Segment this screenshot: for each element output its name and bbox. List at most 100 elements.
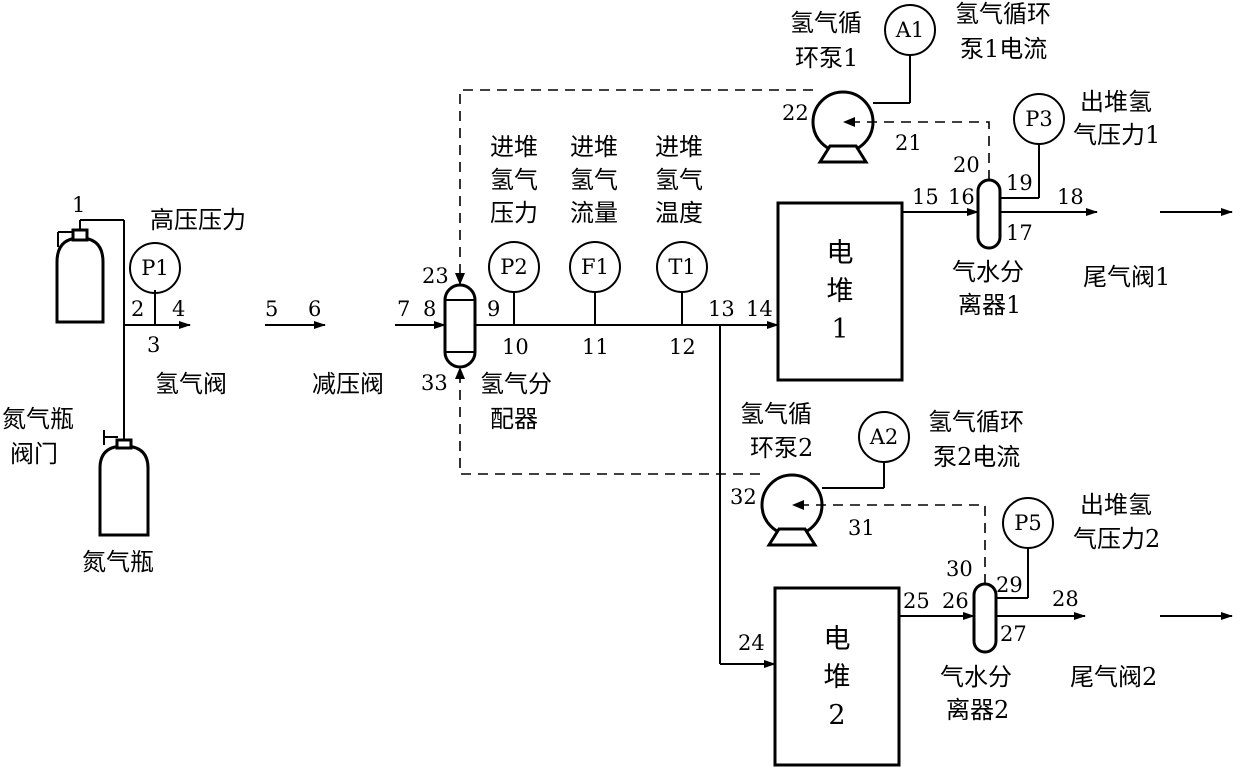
separator2-label-1: 离器2 <box>946 696 1009 724</box>
stack2-label-1: 堆 <box>824 662 851 693</box>
pump1-label-1: 环泵1 <box>795 44 858 72</box>
distributor-label-0: 氢气分 <box>480 370 552 398</box>
reducing-valve-label: 减压阀 <box>312 370 384 398</box>
node-3: 3 <box>147 333 160 357</box>
stack1-label-2: 1 <box>831 314 848 345</box>
gauge-t1 <box>656 241 708 293</box>
node-22: 22 <box>782 101 809 125</box>
node-24: 24 <box>738 631 765 655</box>
gauge-a1 <box>884 4 936 56</box>
stack1-label-1: 堆 <box>827 276 854 307</box>
node-12: 12 <box>669 335 696 359</box>
node-21: 21 <box>895 131 922 155</box>
node-6: 6 <box>308 297 321 321</box>
a2-label-1: 泵2电流 <box>933 443 1020 471</box>
cylinder-valve-label-1: 阀门 <box>10 440 58 468</box>
node-28: 28 <box>1052 587 1079 611</box>
main-supply-line <box>475 292 779 668</box>
pump2-label-1: 环泵2 <box>750 434 813 462</box>
node-29: 29 <box>996 573 1023 597</box>
p5-label-0: 出堆氢 <box>1080 491 1152 519</box>
fuel-cell-stack-2 <box>773 586 901 767</box>
recirculation-pump-1 <box>811 90 875 164</box>
node-14: 14 <box>746 297 773 321</box>
node-20: 20 <box>953 153 980 177</box>
node-27: 27 <box>1000 622 1027 646</box>
node-32: 32 <box>730 485 757 509</box>
cylinder-manifold <box>80 219 191 440</box>
p3-label-1: 气压力1 <box>1073 121 1160 149</box>
pump2-label-0: 氢气循 <box>740 400 812 428</box>
node-5: 5 <box>265 297 278 321</box>
hydrogen-cylinder-top <box>55 220 105 324</box>
p2-tag: P2 <box>500 255 528 279</box>
separator1-label-1: 离器1 <box>958 291 1021 319</box>
t1-label-1: 氢气 <box>655 166 703 194</box>
node-19: 19 <box>1006 171 1033 195</box>
water-separator-2 <box>972 582 998 654</box>
node-15: 15 <box>912 185 939 209</box>
p1-label: 高压压力 <box>150 206 246 234</box>
node-18: 18 <box>1057 185 1084 209</box>
tail-valve2-label: 尾气阀2 <box>1070 663 1157 691</box>
p2-label-2: 压力 <box>490 199 538 227</box>
water-separator-1 <box>976 178 1002 250</box>
a1-tag: A1 <box>895 18 925 42</box>
t1-label-2: 温度 <box>655 199 703 227</box>
node-8: 8 <box>423 297 436 321</box>
p2-label-1: 氢气 <box>490 166 538 194</box>
p1-tag: P1 <box>141 256 169 280</box>
gauge-p5 <box>1002 497 1054 549</box>
node-13: 13 <box>708 297 735 321</box>
node-2: 2 <box>131 297 144 321</box>
f1-tag: F1 <box>581 255 609 279</box>
node-23: 23 <box>422 264 449 288</box>
node-33: 33 <box>421 371 448 395</box>
recirc-dash-20-21 <box>843 121 990 180</box>
a1-label-0: 氢气循环 <box>955 0 1051 28</box>
gauge-p3 <box>1013 93 1065 145</box>
hydrogen-cylinder-bottom <box>98 430 150 537</box>
a1-label-1: 泵1电流 <box>960 35 1047 63</box>
node-31: 31 <box>848 516 875 540</box>
p3-tag: P3 <box>1025 107 1053 131</box>
gauge-a2 <box>858 411 910 463</box>
t1-label-0: 进堆 <box>655 133 703 161</box>
separator2-label-0: 气水分 <box>940 663 1012 691</box>
distributor-label-1: 配器 <box>490 405 538 433</box>
f1-label-0: 进堆 <box>570 133 618 161</box>
node-10: 10 <box>502 335 529 359</box>
pump1-label-0: 氢气循 <box>790 9 862 37</box>
a2-tag: A2 <box>869 425 899 449</box>
p5-label-1: 气压力2 <box>1073 525 1160 553</box>
node-16: 16 <box>948 185 975 209</box>
gauge-p2 <box>488 241 540 293</box>
node-11: 11 <box>582 335 609 359</box>
recirc-dash-30-31 <box>792 504 986 584</box>
cylinder-label: 氮气瓶 <box>82 548 154 576</box>
f1-label-2: 流量 <box>570 199 618 227</box>
p3-label-0: 出堆氢 <box>1080 88 1152 116</box>
hydrogen-valve-label: 氢气阀 <box>155 370 227 398</box>
node-9: 9 <box>487 297 500 321</box>
node-26: 26 <box>942 589 969 613</box>
gauge-p1 <box>129 242 181 294</box>
node-25: 25 <box>903 589 930 613</box>
f1-label-1: 氢气 <box>570 166 618 194</box>
gauge-f1 <box>569 241 621 293</box>
cylinder-valve-label-0: 氮气瓶 <box>2 405 74 433</box>
stack2-label-2: 2 <box>828 700 845 731</box>
node-7: 7 <box>397 297 410 321</box>
stack2-label-0: 电 <box>824 624 851 655</box>
node-17: 17 <box>1006 221 1033 245</box>
fuel-cell-stack-1 <box>776 201 904 382</box>
a2-label-0: 氢气循环 <box>928 408 1024 436</box>
t1-tag: T1 <box>668 255 695 279</box>
p2-label-0: 进堆 <box>490 133 538 161</box>
separator1-label-0: 气水分 <box>952 258 1024 286</box>
hydrogen-distributor <box>443 283 477 369</box>
tail-valve1-label: 尾气阀1 <box>1083 263 1170 291</box>
recirc-dash-22-23 <box>459 89 813 284</box>
node-30: 30 <box>946 557 973 581</box>
